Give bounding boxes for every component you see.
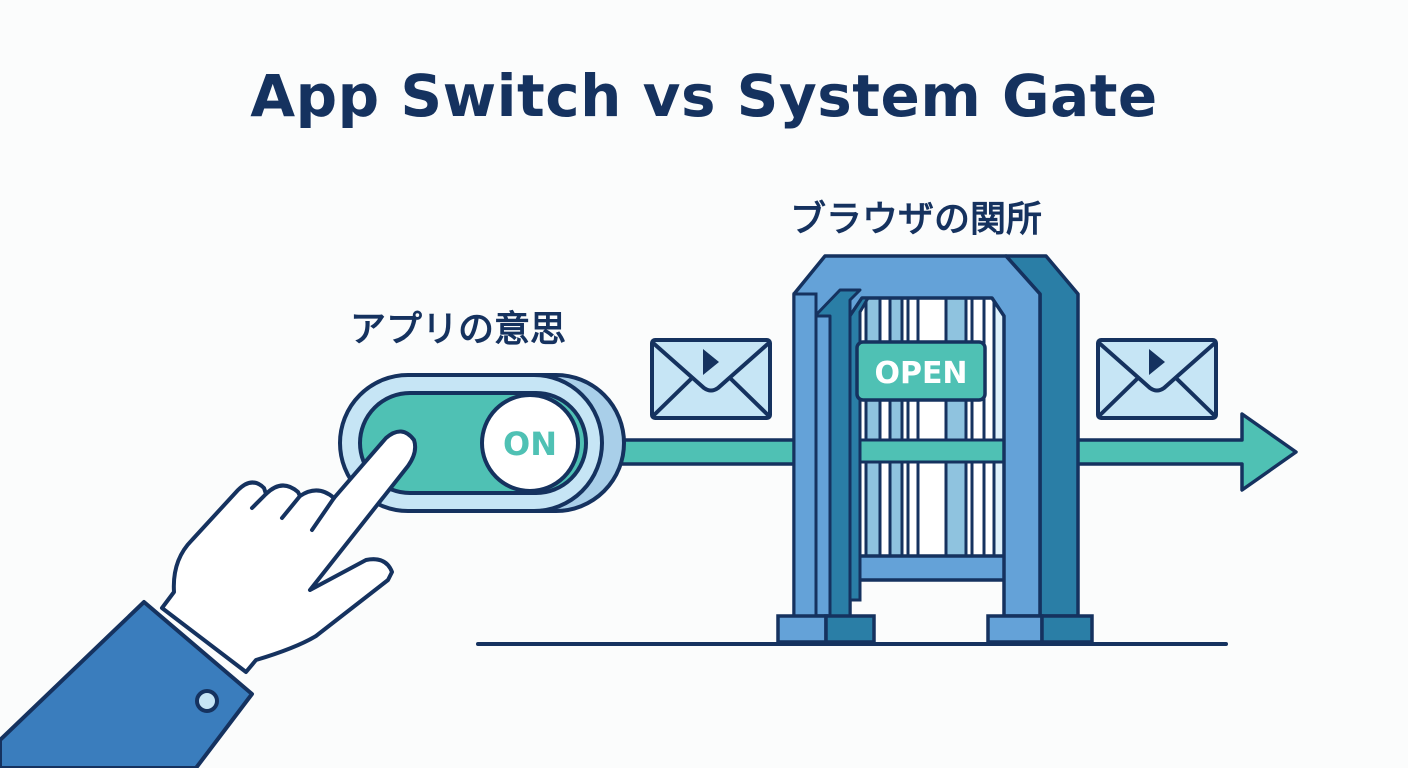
sleeve — [0, 600, 254, 768]
diagram-title: App Switch vs System Gate — [250, 62, 1158, 130]
browser-gate: OPEN — [776, 254, 1094, 644]
pointing-hand-icon — [0, 429, 418, 768]
app-toggle-switch[interactable]: ON — [338, 373, 626, 513]
browser-gate-label: ブラウザの関所 — [790, 199, 1043, 240]
toggle-knob[interactable] — [480, 393, 580, 493]
app-intent-label: アプリの意思 — [350, 309, 567, 350]
toggle-state-label: ON — [503, 425, 557, 463]
open-sign-label: OPEN — [874, 356, 967, 391]
open-sign: OPEN — [855, 340, 987, 402]
cuff-button — [195, 689, 219, 713]
envelope-play-icon — [650, 338, 772, 420]
envelope-play-icon — [1096, 338, 1218, 420]
